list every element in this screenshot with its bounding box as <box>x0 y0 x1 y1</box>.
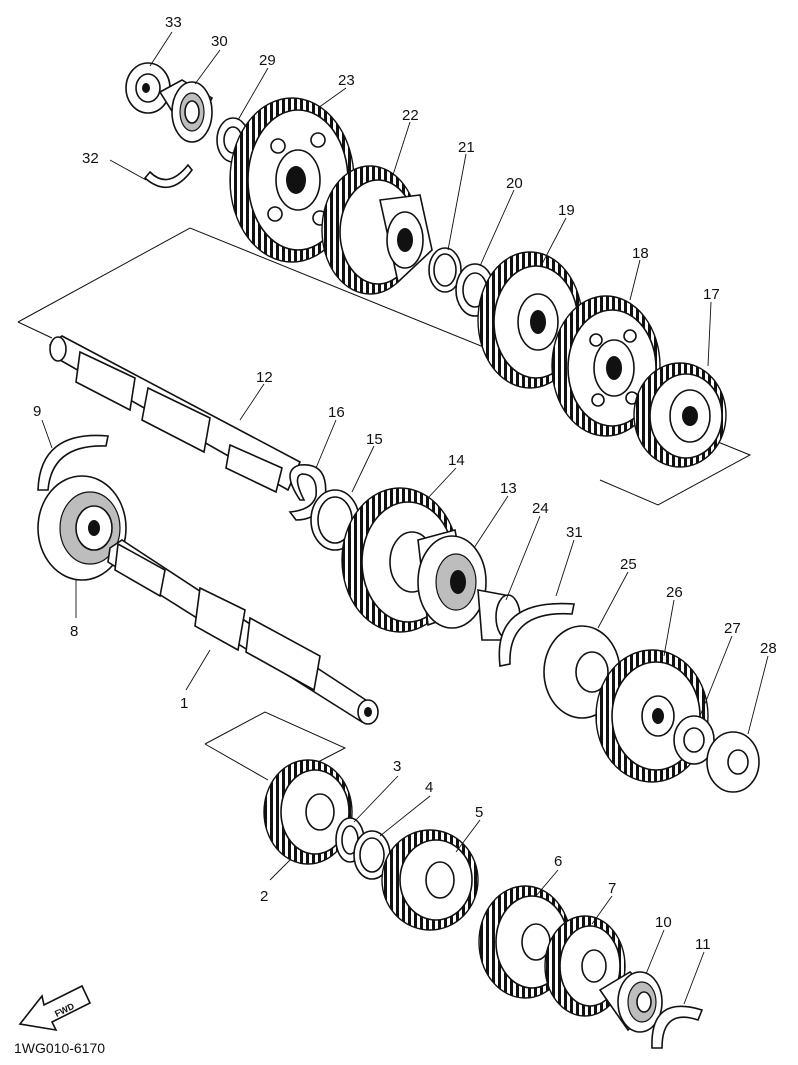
callout-8: 8 <box>70 623 78 640</box>
callout-25: 25 <box>620 556 637 573</box>
gear-22 <box>321 165 433 295</box>
callout-24: 24 <box>532 500 549 517</box>
callout-4: 4 <box>425 779 433 796</box>
circlip-11 <box>651 1005 704 1049</box>
circlip-31 <box>498 602 575 667</box>
callout-20: 20 <box>506 175 523 192</box>
callout-17: 17 <box>703 286 720 303</box>
leader-lines <box>41 31 769 1005</box>
circlip-4 <box>353 830 391 880</box>
lock-washer-27 <box>673 715 715 765</box>
diagram-code: 1WG010-6170 <box>14 1040 105 1056</box>
upper-shaft-group-outline <box>17 227 752 506</box>
callout-7: 7 <box>608 880 616 897</box>
callout-29: 29 <box>259 52 276 69</box>
callout-22: 22 <box>402 107 419 124</box>
callout-3: 3 <box>393 758 401 775</box>
main-axle-12 <box>48 335 302 494</box>
callout-27: 27 <box>724 620 741 637</box>
drive-axle-1 <box>107 539 379 725</box>
callout-16: 16 <box>328 404 345 421</box>
callout-11: 11 <box>695 936 711 953</box>
callout-15: 15 <box>366 431 383 448</box>
bearing-10 <box>598 971 663 1033</box>
callout-9: 9 <box>33 403 41 420</box>
callout-21: 21 <box>458 139 475 156</box>
gear-5 <box>381 829 479 931</box>
oil-seal-33 <box>125 62 171 114</box>
callout-18: 18 <box>632 245 649 262</box>
callout-19: 19 <box>558 202 575 219</box>
callout-10: 10 <box>655 914 672 931</box>
callout-labels: 33 30 32 29 23 22 21 20 19 18 17 12 9 16… <box>33 14 777 953</box>
bearing-8 <box>37 475 127 581</box>
callout-33: 33 <box>165 14 182 31</box>
callout-26: 26 <box>666 584 683 601</box>
fwd-arrow-icon: FWD <box>18 984 92 1032</box>
circlip-21 <box>428 247 462 293</box>
callout-32: 32 <box>82 150 99 167</box>
hub-13 <box>417 529 487 629</box>
lower-shaft-group-outline <box>204 711 347 781</box>
callout-28: 28 <box>760 640 777 657</box>
callout-30: 30 <box>211 33 228 50</box>
gear-7 <box>544 915 626 1017</box>
circlip-32 <box>143 163 194 188</box>
circlip-9 <box>37 434 109 491</box>
callout-12: 12 <box>256 369 273 386</box>
gear-17 <box>633 362 727 468</box>
callout-6: 6 <box>554 853 562 870</box>
nut-28 <box>706 731 760 793</box>
callout-1: 1 <box>180 695 188 712</box>
callout-31: 31 <box>566 524 583 541</box>
gear-2 <box>263 759 353 865</box>
callout-5: 5 <box>475 804 483 821</box>
gear-18 <box>551 295 661 437</box>
bearing-30 <box>158 79 214 143</box>
callout-2: 2 <box>260 888 268 905</box>
callout-13: 13 <box>500 480 517 497</box>
callout-14: 14 <box>448 452 465 469</box>
callout-23: 23 <box>338 72 355 89</box>
